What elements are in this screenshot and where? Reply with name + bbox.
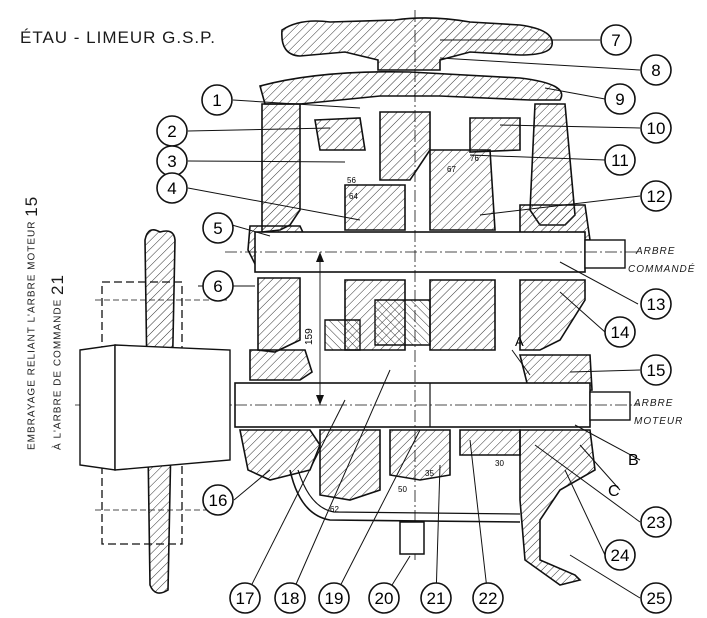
tooth-64: 64	[349, 192, 358, 201]
lower-shaft	[75, 382, 640, 428]
tooth-30: 30	[495, 459, 504, 468]
tooth-50: 50	[398, 485, 407, 494]
label-arbre-commande-2: COMMANDÉ	[628, 264, 696, 275]
callout-15: 15	[640, 354, 672, 386]
dimension-value: 159	[304, 328, 315, 345]
drawing-title: ÉTAU - LIMEUR G.S.P.	[20, 28, 217, 47]
callout-11: 11	[604, 144, 636, 176]
leader-lines	[187, 39, 641, 599]
callout-17: 17	[229, 582, 261, 614]
callout-20-label: 20	[375, 589, 394, 608]
callout-9: 9	[604, 83, 636, 115]
callout-18-label: 18	[281, 589, 300, 608]
marker-c: C	[608, 483, 620, 500]
callout-6: 6	[202, 270, 234, 302]
callout-14: 14	[604, 316, 636, 348]
callout-7: 7	[600, 24, 632, 56]
callout-5-label: 5	[213, 219, 222, 238]
callout-10-label: 10	[647, 119, 666, 138]
label-arbre-moteur-2: MOTEUR	[634, 416, 684, 427]
callout-24-label: 24	[611, 546, 630, 565]
callout-21-label: 21	[427, 589, 446, 608]
upper-shaft	[225, 231, 640, 273]
callout-17-label: 17	[236, 589, 255, 608]
tooth-62: 62	[330, 505, 339, 514]
callout-13: 13	[640, 288, 672, 320]
tooth-67: 67	[447, 165, 456, 174]
housing-bottom-curve-inner	[297, 469, 521, 515]
callout-3-label: 3	[167, 152, 176, 171]
label-arbre-moteur-1: ARBRE	[634, 398, 674, 409]
callout-3: 3	[156, 145, 188, 177]
callout-9-label: 9	[615, 90, 624, 109]
housing-bottom-curve	[289, 469, 521, 523]
callout-25-label: 25	[647, 589, 666, 608]
callout-1-label: 1	[212, 91, 221, 110]
drain-plug	[399, 521, 425, 555]
callout-18: 18	[274, 582, 306, 614]
callout-24: 24	[604, 539, 636, 571]
callout-21: 21	[420, 582, 452, 614]
callout-16-label: 16	[209, 491, 228, 510]
callout-14-label: 14	[611, 323, 630, 342]
callout-8-label: 8	[651, 61, 660, 80]
callout-1: 1	[201, 84, 233, 116]
callout-25: 25	[640, 582, 672, 614]
callout-23: 23	[640, 506, 672, 538]
label-arbre-commande-1: ARBRE	[636, 246, 676, 257]
callout-6-label: 6	[213, 277, 222, 296]
callout-2-label: 2	[167, 122, 176, 141]
callout-7-label: 7	[611, 31, 620, 50]
callout-2: 2	[156, 115, 188, 147]
left-handwheel	[79, 229, 231, 594]
tooth-76: 76	[470, 154, 479, 163]
callout-12: 12	[640, 180, 672, 212]
callout-16: 16	[202, 484, 234, 516]
callout-15-label: 15	[647, 361, 666, 380]
marker-a: A	[515, 334, 524, 349]
marker-b: B	[628, 452, 639, 469]
callout-22-label: 22	[479, 589, 498, 608]
tooth-56: 56	[347, 176, 356, 185]
callout-13-label: 13	[647, 295, 666, 314]
callout-12-label: 12	[647, 187, 666, 206]
callout-8: 8	[640, 54, 672, 86]
callout-4-label: 4	[167, 179, 176, 198]
callout-22: 22	[472, 582, 504, 614]
tooth-counts: 56 64 76 67 62 50 35 30	[330, 154, 504, 514]
callout-4: 4	[156, 172, 188, 204]
housing-accent-group	[324, 299, 431, 351]
callout-10: 10	[640, 112, 672, 144]
callout-20: 20	[368, 582, 400, 614]
callout-11-label: 11	[611, 151, 629, 170]
callout-23-label: 23	[647, 513, 666, 532]
callout-19: 19	[318, 582, 350, 614]
tooth-35: 35	[425, 469, 434, 478]
callout-19-label: 19	[325, 589, 344, 608]
callout-5: 5	[202, 212, 234, 244]
